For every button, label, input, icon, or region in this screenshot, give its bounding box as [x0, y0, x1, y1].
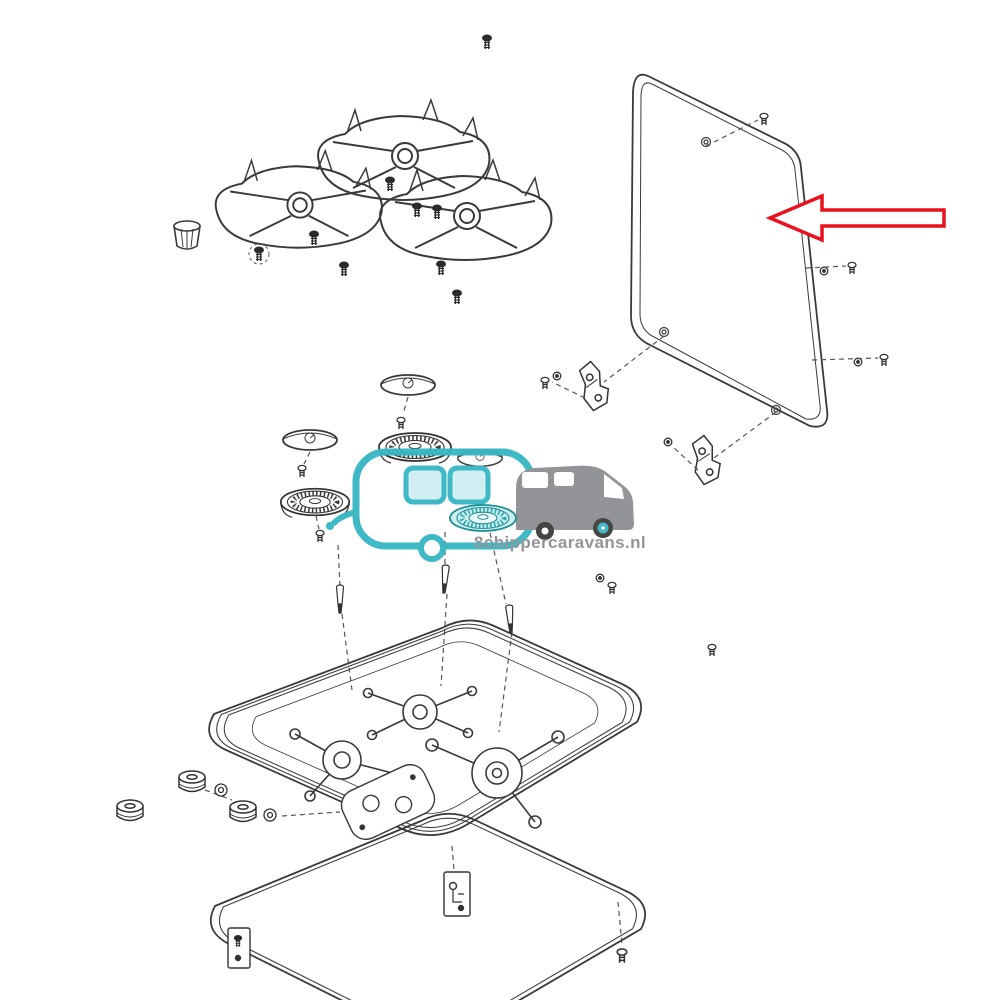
motorhome-icon	[516, 465, 634, 540]
control-knob-1	[116, 799, 144, 822]
caravan-logo-icon	[326, 448, 536, 562]
burner-body-highlighted	[450, 505, 516, 531]
burner-body-left	[281, 489, 349, 518]
watermark: 8chippercaravans.nl	[326, 448, 646, 562]
pan-support-trivets	[214, 99, 553, 261]
watermark-text: 8chippercaravans.nl	[474, 533, 646, 552]
gas-fitting	[227, 927, 251, 969]
burner-cap-left	[282, 429, 338, 451]
fixing-screws	[248, 34, 493, 305]
knob-washers	[214, 783, 277, 822]
hob-tray	[208, 619, 643, 841]
igniter-electrode-1	[335, 584, 345, 614]
glass-lid	[630, 73, 829, 428]
igniter-electrode-2	[439, 564, 450, 594]
burner-mounting-spider-4arm	[362, 685, 478, 741]
bottom-screw	[616, 948, 628, 964]
igniter-electrode-3	[505, 604, 516, 634]
lid-hinge-right	[687, 432, 725, 487]
lid-hinge-left	[574, 358, 614, 413]
burner-mounting-plate	[340, 763, 436, 841]
pan-support-trivet-left	[214, 149, 383, 249]
burner-cap-top	[380, 374, 436, 396]
seal-gasket	[209, 812, 647, 1000]
rubber-cap	[173, 220, 201, 250]
valve-bracket	[443, 871, 471, 917]
control-knob-3	[229, 800, 257, 823]
screw-callout-circle	[248, 243, 270, 265]
control-knob-2	[178, 770, 206, 793]
red-callout-arrow	[765, 193, 946, 243]
burner-mounting-spider-large	[425, 730, 565, 829]
pan-support-trivet-right	[379, 159, 553, 261]
burner-body-right	[379, 433, 451, 463]
pan-support-trivet-top	[317, 99, 491, 201]
control-knobs	[116, 770, 277, 823]
